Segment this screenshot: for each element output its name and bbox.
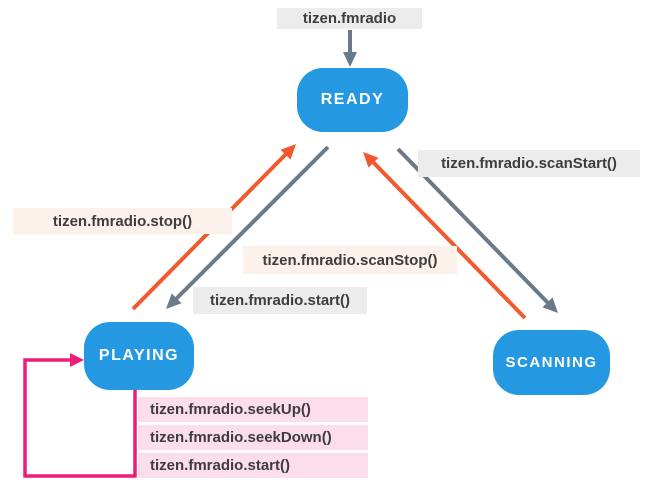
arrow-start-ready-to-playing — [166, 145, 330, 309]
state-ready: READY — [297, 68, 408, 132]
state-scanning: SCANNING — [493, 330, 610, 395]
state-playing: PLAYING — [84, 322, 194, 390]
transition-label-seekdown: tizen.fmradio.seekDown() — [138, 425, 368, 450]
arrow-self-loop-playing — [23, 353, 137, 478]
transition-label-scanstart: tizen.fmradio.scanStart() — [418, 150, 640, 177]
module-label: tizen.fmradio — [277, 8, 422, 29]
transition-label-selfstart: tizen.fmradio.start() — [138, 453, 368, 478]
transition-label-stop: tizen.fmradio.stop() — [13, 208, 232, 234]
entry-arrow — [343, 30, 357, 67]
transition-label-seekup: tizen.fmradio.seekUp() — [138, 397, 368, 422]
transition-label-scanstop: tizen.fmradio.scanStop() — [243, 246, 457, 274]
arrow-scanstop-scanning-to-ready — [363, 152, 527, 320]
transition-label-start: tizen.fmradio.start() — [193, 287, 367, 314]
